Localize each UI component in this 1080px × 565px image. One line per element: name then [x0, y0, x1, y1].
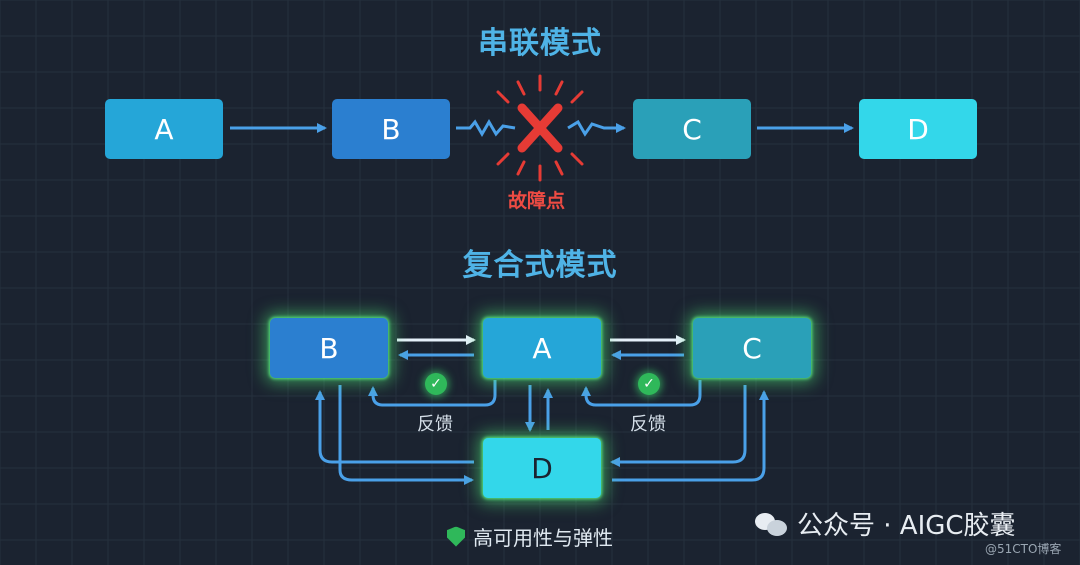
- composite-node-c: C: [693, 318, 811, 378]
- fault-x-icon: [517, 103, 563, 153]
- feedback-loop-left: [368, 380, 497, 407]
- watermark: 公众号 · AIGC胶囊: [755, 505, 1016, 542]
- resilience-caption-text: 高可用性与弹性: [473, 526, 613, 550]
- feedback-label-right: 反馈: [630, 414, 666, 435]
- watermark-text: 公众号 · AIGC胶囊: [797, 511, 1016, 541]
- composite-node-d: D: [483, 438, 601, 498]
- composite-node-b: B: [270, 318, 388, 378]
- arrow-d-to-b: [315, 390, 474, 464]
- check-left-icon: ✓: [425, 373, 447, 395]
- composite-node-a: A: [483, 318, 601, 378]
- broken-link-left: [456, 119, 516, 137]
- composite-mode-title: 复合式模式: [462, 248, 618, 283]
- serial-node-d: D: [859, 99, 977, 159]
- feedback-label-left: 反馈: [417, 414, 453, 435]
- arrow-c-to-d-loop: [610, 385, 747, 467]
- feedback-loop-right: [581, 380, 702, 407]
- broken-link-right: [567, 119, 626, 137]
- serial-mode-title: 串联模式: [478, 26, 602, 61]
- resilience-caption: 高可用性与弹性: [447, 522, 613, 551]
- arrow-d-to-c-loop: [612, 390, 769, 482]
- shield-icon: [447, 526, 465, 547]
- fault-point-label: 故障点: [508, 190, 566, 212]
- serial-node-c: C: [633, 99, 751, 159]
- check-right-icon: ✓: [638, 373, 660, 395]
- wechat-icon: [755, 509, 789, 539]
- serial-node-a: A: [105, 99, 223, 159]
- watermark-sub: @51CTO博客: [985, 542, 1062, 556]
- arrow-b-to-d: [338, 385, 474, 485]
- serial-node-b: B: [332, 99, 450, 159]
- fault-burst-icon: [496, 74, 584, 182]
